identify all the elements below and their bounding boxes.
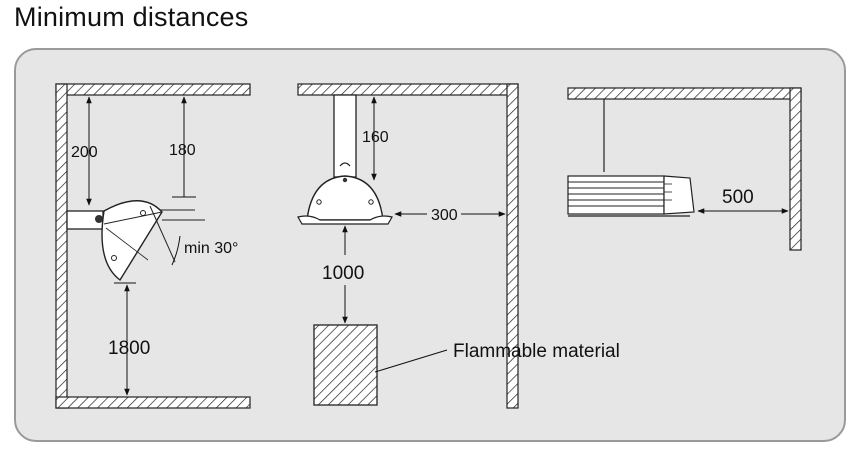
angle-arc	[171, 235, 181, 266]
page-title: Minimum distances	[14, 2, 249, 32]
floor-1	[55, 396, 251, 409]
flammable-material-label: Flammable material	[453, 341, 620, 362]
dim-tilt-angle: min 30°	[184, 240, 238, 257]
dim-1000: 1000	[322, 263, 364, 284]
scene-ceiling-mount	[297, 83, 519, 409]
right-wall-3	[789, 87, 802, 251]
flammable-leader	[374, 349, 448, 373]
ceiling-2	[297, 83, 519, 96]
dim-300: 300	[431, 207, 458, 224]
flammable-block	[313, 324, 378, 406]
diagram-panel	[14, 48, 846, 442]
scene-wall-mount	[55, 83, 251, 409]
heater-dome	[306, 175, 384, 221]
ceiling-wall-1	[55, 83, 251, 96]
dim-1800: 1800	[108, 338, 150, 359]
scene-wall-side	[567, 87, 802, 251]
dim-180: 180	[169, 142, 196, 159]
ceiling-3	[567, 87, 802, 100]
dim-160: 160	[362, 129, 389, 146]
dim-500: 500	[722, 187, 754, 208]
left-wall-1	[55, 83, 68, 409]
mount-pole	[333, 94, 357, 178]
heater-horizontal	[567, 175, 695, 217]
right-wall-2	[506, 83, 519, 409]
pivot-icon	[95, 215, 103, 223]
dim-200: 200	[71, 144, 98, 161]
heater-tilted	[101, 200, 163, 282]
